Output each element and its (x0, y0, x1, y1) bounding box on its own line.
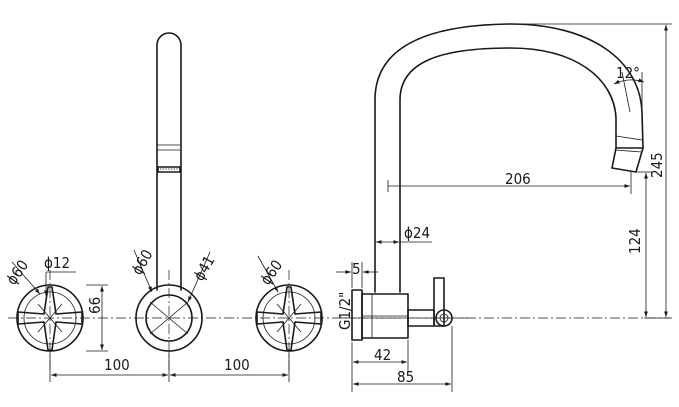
dim-85: 85 (353, 326, 453, 392)
dim-phi60-center: ϕ60 (128, 246, 157, 293)
dim-spacing: 100 100 (49, 352, 290, 382)
left-handle (16, 270, 84, 372)
dim-phi24-label: ϕ24 (404, 224, 430, 242)
aerator (157, 166, 181, 173)
dim-phi24: ϕ24 (374, 224, 432, 250)
side-handle (433, 277, 445, 327)
dim-85-label: 85 (397, 368, 414, 386)
dim-angle: 12° (613, 64, 645, 113)
right-cross-handle (256, 286, 322, 351)
dim-42: 42 (351, 340, 409, 392)
dim-245-label: 245 (648, 152, 666, 178)
dim-angle-label: 12° (616, 64, 640, 82)
dim-phi12: ϕ12 (44, 254, 76, 296)
right-handle-detail (276, 303, 302, 333)
dim-5-label: 5 (352, 260, 361, 278)
dim-phi12-label: ϕ12 (44, 254, 70, 272)
dim-66: 66 (86, 284, 108, 352)
dim-42-label: 42 (374, 346, 391, 364)
dim-phi60-center-label: ϕ60 (128, 246, 157, 278)
center-spout (135, 32, 203, 372)
spout-tube (156, 32, 182, 291)
spout-outer-curve (374, 23, 644, 293)
dim-phi41-label: ϕ41 (190, 252, 219, 284)
spout-inner-curve (399, 47, 617, 293)
dim-206: 206 (387, 170, 632, 194)
dim-thread-label: G1/2" (336, 292, 354, 330)
dim-100-left-label: 100 (104, 356, 130, 374)
dim-206-label: 206 (505, 170, 531, 188)
dim-124: 124 (626, 171, 652, 317)
dim-245: 245 (512, 23, 672, 319)
dim-100-right-label: 100 (224, 356, 250, 374)
dim-66-label: 66 (86, 297, 104, 314)
dim-5: 5 (336, 260, 378, 288)
dim-phi60-left-label: ϕ60 (3, 257, 33, 289)
left-cross-handle (17, 286, 83, 351)
side-view: 5 G1/2" 42 85 ϕ24 (336, 23, 672, 392)
left-handle-detail (37, 303, 63, 333)
dim-124-label: 124 (626, 228, 644, 254)
dim-thread: G1/2" (336, 292, 354, 336)
